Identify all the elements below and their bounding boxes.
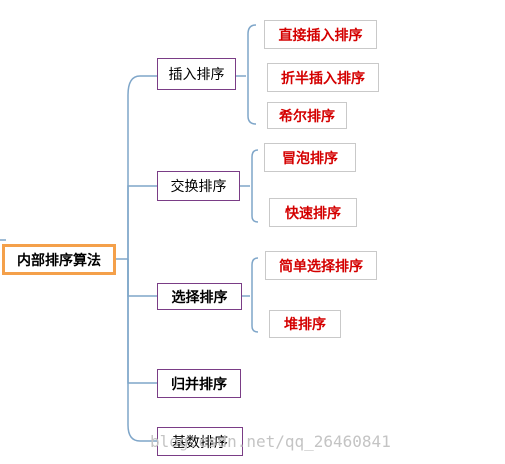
leaf-shell-sort: 希尔排序 xyxy=(267,102,347,129)
leaf-quick-sort: 快速排序 xyxy=(269,198,357,227)
watermark: blog.csdn.net/qq_26460841 xyxy=(150,432,391,451)
leaf-label: 快速排序 xyxy=(285,205,341,222)
category-label: 插入排序 xyxy=(168,67,225,83)
category-label: 归并排序 xyxy=(171,376,227,393)
leaf-label: 直接插入排序 xyxy=(278,27,363,44)
leaf-simple-selection-sort: 简单选择排序 xyxy=(265,251,377,280)
leaf-label: 冒泡排序 xyxy=(282,150,338,167)
category-label: 选择排序 xyxy=(171,289,228,306)
category-merge-sort: 归并排序 xyxy=(157,369,241,398)
category-label: 交换排序 xyxy=(170,179,227,195)
category-exchange-sort: 交换排序 xyxy=(157,171,240,201)
category-radix-sort: 基数排序 xyxy=(157,427,243,456)
category-label: 基数排序 xyxy=(172,434,228,451)
leaf-binary-insertion-sort: 折半插入排序 xyxy=(267,63,379,92)
root-node: 内部排序算法 xyxy=(2,244,116,275)
category-selection-sort: 选择排序 xyxy=(157,283,242,310)
leaf-label: 简单选择排序 xyxy=(279,258,363,275)
leaf-label: 堆排序 xyxy=(284,317,326,333)
leaf-straight-insertion-sort: 直接插入排序 xyxy=(264,20,377,49)
leaf-label: 希尔排序 xyxy=(279,108,335,125)
leaf-heap-sort: 堆排序 xyxy=(269,310,341,338)
category-insertion-sort: 插入排序 xyxy=(157,58,236,90)
root-label: 内部排序算法 xyxy=(17,252,101,269)
leaf-bubble-sort: 冒泡排序 xyxy=(264,143,356,172)
leaf-label: 折半插入排序 xyxy=(281,70,365,87)
